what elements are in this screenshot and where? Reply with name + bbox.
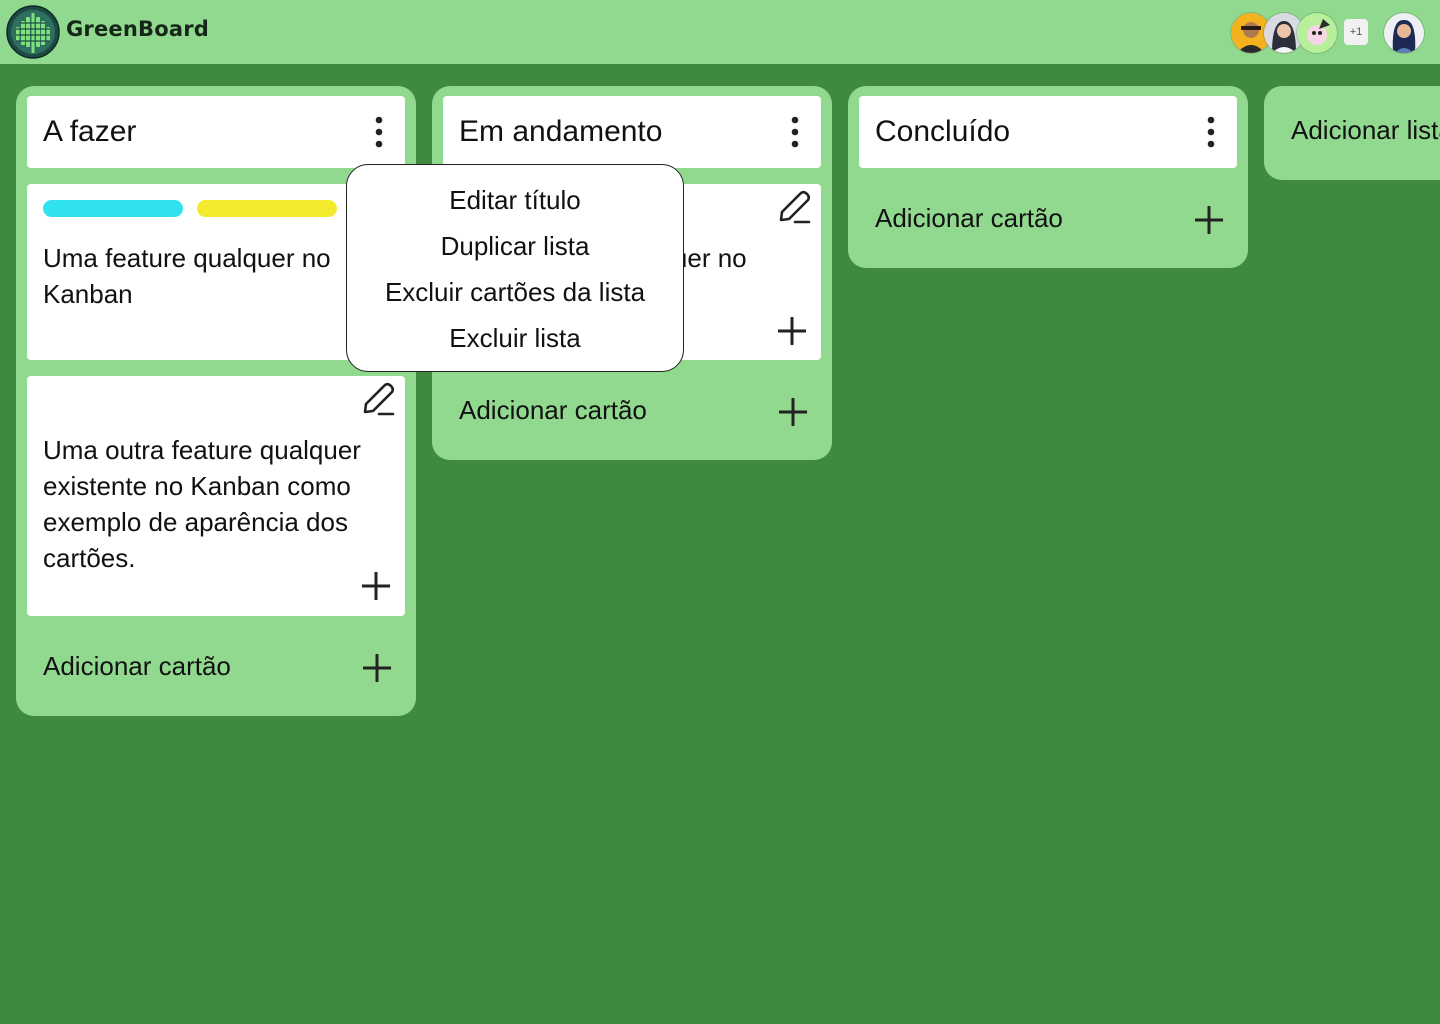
- kebab-menu-icon[interactable]: [785, 116, 805, 148]
- list-title[interactable]: Em andamento: [459, 115, 663, 148]
- plus-icon[interactable]: [777, 396, 809, 428]
- member-avatar[interactable]: [1296, 12, 1338, 54]
- plus-icon[interactable]: [1193, 204, 1225, 236]
- add-card-button[interactable]: Adicionar cartão: [459, 395, 647, 425]
- brand-name: GreenBoard: [66, 17, 210, 41]
- pencil-icon[interactable]: [359, 382, 397, 418]
- top-bar: GreenBoard +1: [0, 0, 1440, 64]
- menu-item-duplicate-list[interactable]: Duplicar lista: [440, 231, 590, 261]
- member-avatar[interactable]: [1230, 12, 1272, 54]
- add-card-button[interactable]: Adicionar cartão: [875, 203, 1063, 233]
- user-avatar[interactable]: [1383, 12, 1425, 54]
- list-header: A fazer: [27, 96, 405, 168]
- menu-item-delete-list[interactable]: Excluir lista: [449, 323, 581, 353]
- greenboard-logo-icon[interactable]: [6, 5, 60, 59]
- card[interactable]: Uma outra feature qualquer existente no …: [27, 376, 405, 616]
- card-text: Uma feature qualquer no Kanban: [43, 243, 331, 309]
- add-card-button[interactable]: Adicionar cartão: [43, 651, 231, 681]
- add-list-label: Adicionar lista: [1291, 115, 1440, 145]
- list-context-menu: Editar título Duplicar lista Excluir car…: [346, 164, 684, 372]
- card-text: Uma outra feature qualquer existente no …: [43, 435, 361, 573]
- pencil-icon[interactable]: [775, 190, 813, 226]
- menu-item-edit-title[interactable]: Editar título: [449, 185, 581, 215]
- card[interactable]: Uma feature qualquer no Kanban: [27, 184, 405, 360]
- add-list-button[interactable]: Adicionar lista: [1264, 86, 1440, 180]
- kebab-menu-icon[interactable]: [369, 116, 389, 148]
- list-title[interactable]: Concluído: [875, 115, 1011, 148]
- menu-item-delete-cards[interactable]: Excluir cartões da lista: [384, 277, 646, 307]
- list-header: Em andamento: [443, 96, 821, 168]
- plus-icon[interactable]: [776, 315, 808, 347]
- list-title[interactable]: A fazer: [43, 115, 137, 148]
- members-more-badge[interactable]: +1: [1344, 19, 1368, 45]
- list-header: Concluído: [859, 96, 1237, 168]
- kebab-menu-icon[interactable]: [1201, 116, 1221, 148]
- card-label-cyan[interactable]: [43, 200, 183, 217]
- list-concluido: Concluído Adicionar cartão: [848, 86, 1248, 268]
- plus-icon[interactable]: [361, 652, 393, 684]
- card-label-yellow[interactable]: [197, 200, 337, 217]
- plus-icon[interactable]: [360, 570, 392, 602]
